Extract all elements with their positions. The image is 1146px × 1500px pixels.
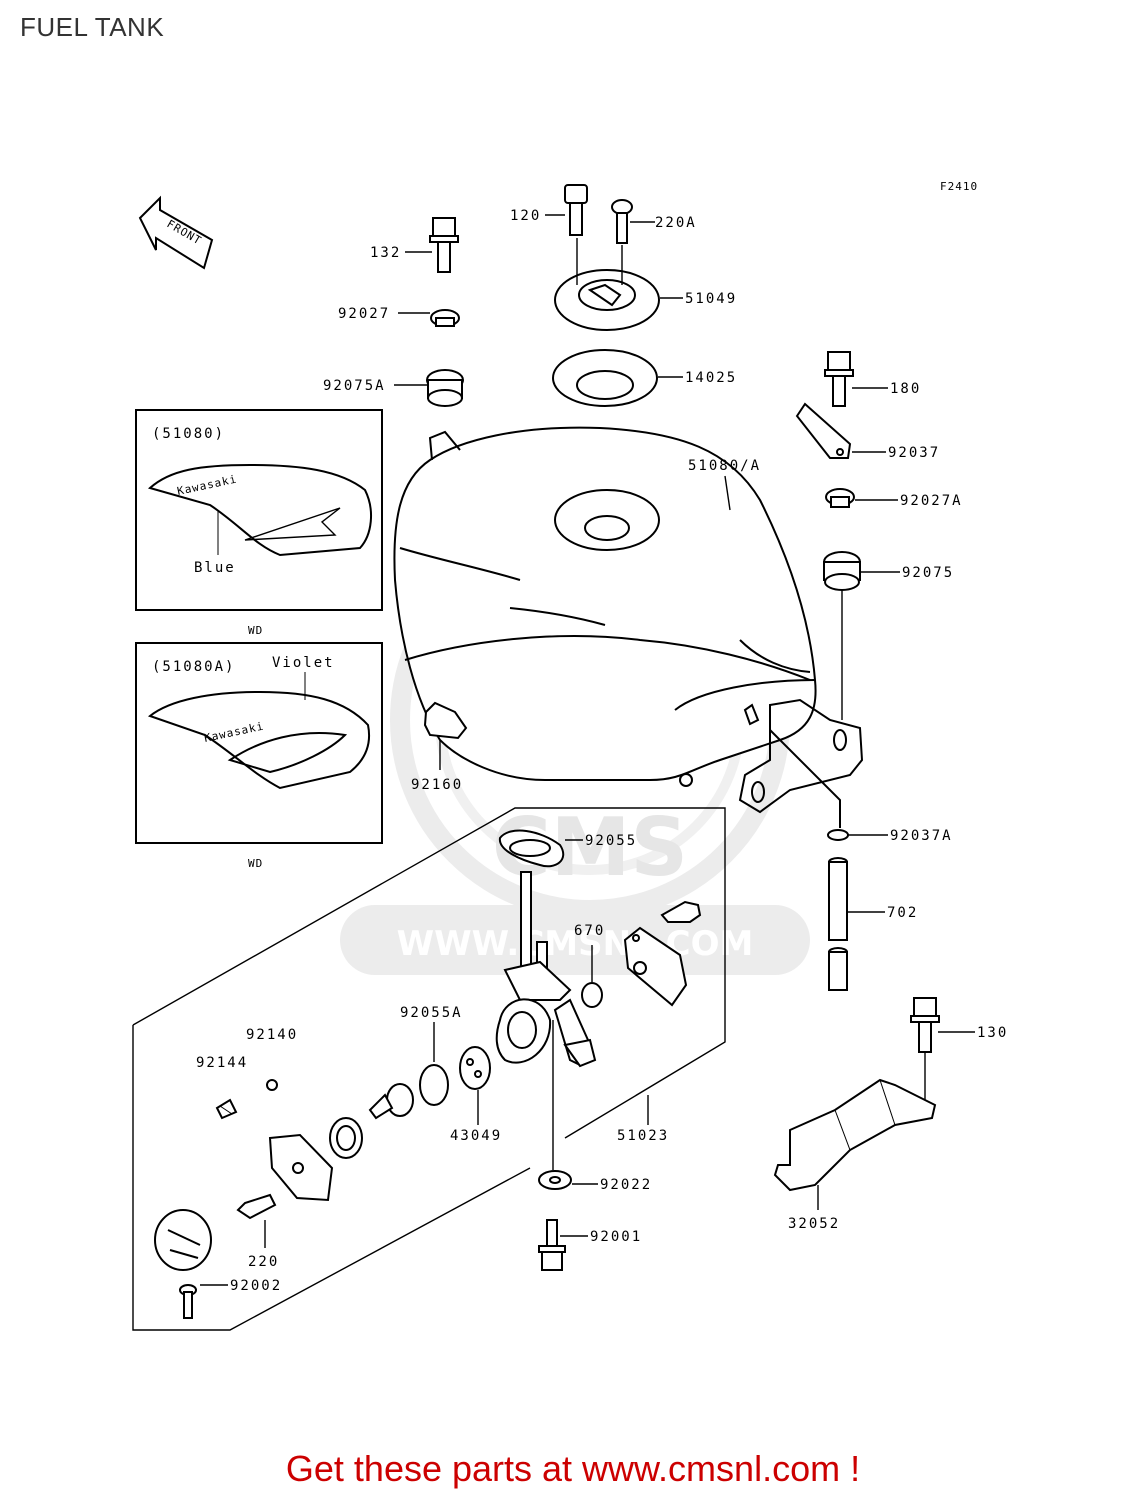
fuel-valve-51023-icon	[495, 871, 649, 1170]
label-51049: 51049	[685, 291, 737, 307]
watermark-url: WWW.CMSNL.COM	[397, 924, 754, 964]
cap-base-14025-icon	[552, 349, 683, 407]
label-92055: 92055	[585, 833, 637, 849]
screw-220-icon	[236, 1193, 277, 1248]
bracket-32052-icon	[773, 1078, 937, 1210]
hose-702-icon	[828, 857, 885, 991]
figure-code: F2410	[940, 180, 978, 193]
label-92037a: 92037A	[890, 828, 953, 844]
label-92037: 92037	[888, 445, 940, 461]
clip-92160-icon	[423, 701, 468, 770]
inset-caption: WD	[248, 624, 263, 637]
bolt-132-icon	[405, 217, 459, 273]
inset-51080: (51080) Kawasaki Blue	[135, 409, 383, 611]
clip-92037a-icon	[769, 729, 888, 841]
strap-92037-icon	[795, 402, 886, 459]
label-92027a: 92027A	[900, 493, 963, 509]
diaphragm-cover-icon	[623, 926, 688, 1007]
label-132: 132	[370, 245, 401, 261]
label-92055a: 92055A	[400, 1005, 463, 1021]
bolt-180-icon	[824, 351, 888, 407]
valve-lever-icon	[329, 1083, 414, 1159]
page-title: FUEL TANK	[20, 12, 165, 42]
bolt-120-icon	[545, 184, 588, 236]
o-ring-670-icon	[581, 945, 603, 1008]
collar-92027a-icon	[825, 488, 898, 508]
front-arrow-icon: FRONT	[138, 195, 214, 270]
bolt-130-icon	[910, 997, 975, 1108]
label-92075a: 92075A	[323, 378, 386, 394]
screw-icon	[660, 900, 702, 923]
label-702: 702	[887, 905, 918, 921]
label-14025: 14025	[685, 370, 737, 386]
footer-promo-link[interactable]: Get these parts at www.cmsnl.com !	[285, 1448, 861, 1489]
label-180: 180	[890, 381, 921, 397]
label-130: 130	[977, 1025, 1008, 1041]
valve-plate-icon	[268, 1133, 334, 1202]
inset-51080a: (51080A) Violet Kawasaki	[135, 642, 383, 844]
screw-92002-icon	[179, 1284, 228, 1319]
fuel-tank-51080-icon	[393, 426, 864, 814]
label-92075: 92075	[902, 565, 954, 581]
label-51080: 51080/A	[688, 458, 761, 474]
fuel-valve-assembly-outline	[132, 807, 726, 1331]
gasket-43049-icon	[459, 1046, 491, 1125]
bolt-92001-icon	[538, 1219, 588, 1271]
inset-color-label: Violet	[272, 655, 335, 671]
label-92022: 92022	[600, 1177, 652, 1193]
label-92027: 92027	[338, 306, 390, 322]
label-32052: 32052	[788, 1216, 840, 1232]
label-92002: 92002	[230, 1278, 282, 1294]
o-ring-92055a-icon	[419, 1022, 449, 1106]
label-220a: 220A	[655, 215, 697, 231]
label-51023: 51023	[617, 1128, 669, 1144]
label-120: 120	[510, 208, 541, 224]
collar-92027-icon	[398, 309, 460, 327]
gasket-92055-icon	[498, 829, 583, 868]
label-92140: 92140	[246, 1027, 298, 1043]
label-220: 220	[248, 1254, 279, 1270]
inset-part-number: (51080)	[152, 426, 225, 442]
ball-92140-icon	[266, 1079, 278, 1091]
grommet-92075a-icon	[394, 369, 464, 407]
screw-220a-icon	[611, 199, 655, 244]
grommet-92075-icon	[823, 551, 900, 720]
label-43049: 43049	[450, 1128, 502, 1144]
spring-92144-icon	[215, 1098, 238, 1120]
filler-cap-51049-icon	[554, 238, 683, 331]
label-92160: 92160	[411, 777, 463, 793]
label-92001: 92001	[590, 1229, 642, 1245]
washer-92022-icon	[538, 1170, 598, 1190]
label-670: 670	[574, 923, 605, 939]
valve-knob-icon	[154, 1209, 212, 1271]
inset-caption: WD	[248, 857, 263, 870]
inset-color-label: Blue	[194, 560, 236, 576]
inset-part-number: (51080A)	[152, 659, 235, 675]
label-92144: 92144	[196, 1055, 248, 1071]
